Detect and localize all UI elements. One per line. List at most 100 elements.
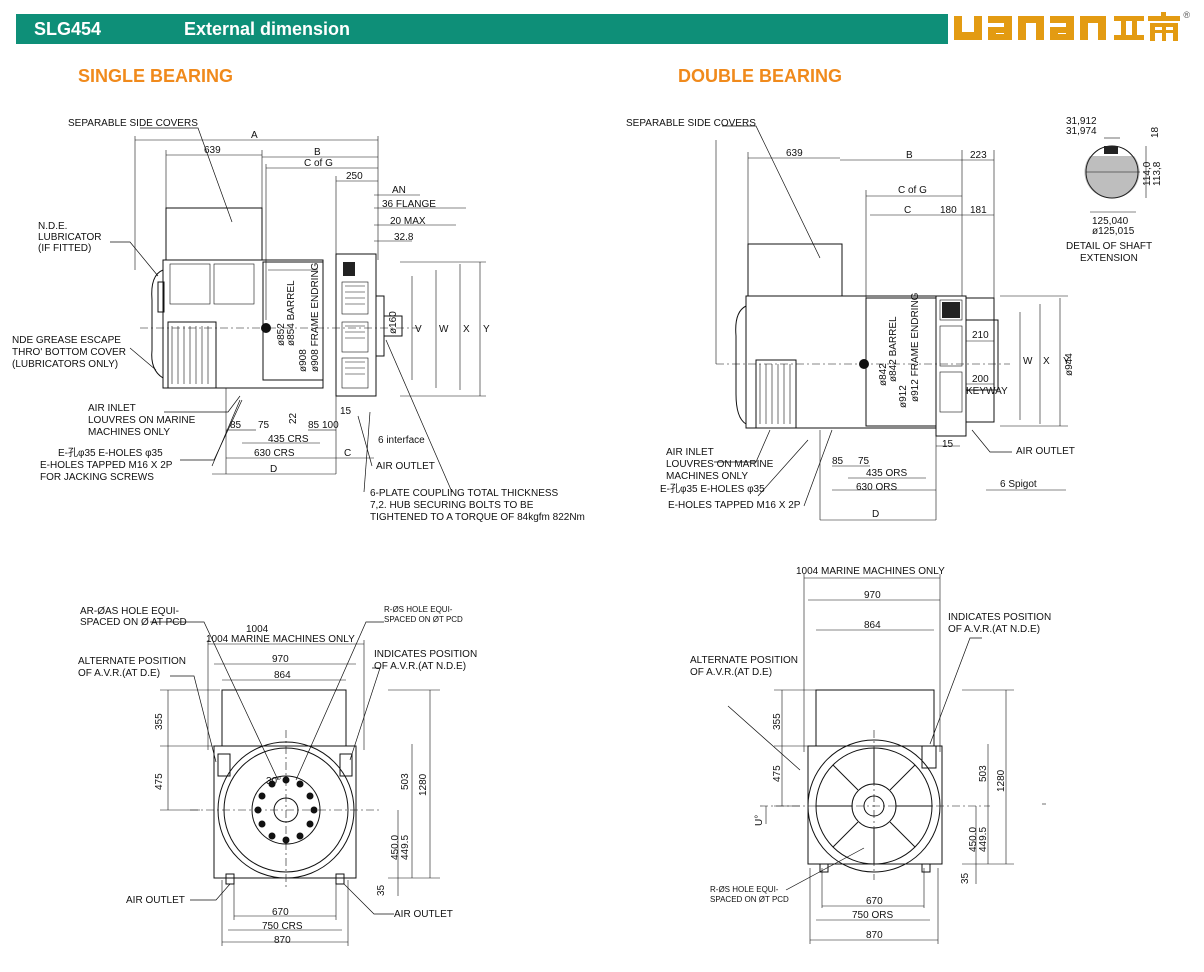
de-dim-670: 670 bbox=[866, 896, 883, 907]
sb-grease3: (LUBRICATORS ONLY) bbox=[12, 359, 118, 370]
se-dim-4495: 449.5 bbox=[400, 835, 411, 860]
sb-dim-b: B bbox=[314, 147, 321, 158]
sb-flange: 36 FLANGE bbox=[382, 199, 436, 210]
shaft-dim-1: 125,040 bbox=[1092, 216, 1129, 227]
sb-dim-328: 32.8 bbox=[394, 232, 414, 243]
db-dim-200: 200 bbox=[972, 374, 989, 385]
single-bearing-end-view: AR-ØAS HOLE EQUI- SPACED ON Ø AT PCD R-Ø… bbox=[78, 605, 477, 946]
db-air-outlet: AIR OUTLET bbox=[1016, 446, 1075, 457]
double-bearing-end-view: 1004 MARINE MACHINES ONLY 970 864 INDICA… bbox=[690, 566, 1051, 944]
sb-dim-c: C bbox=[344, 448, 351, 459]
db-dim-75: 75 bbox=[858, 456, 870, 467]
sb-coupling1: 6-PLATE COUPLING TOTAL THICKNESS bbox=[370, 488, 559, 499]
de-dim-355: 355 bbox=[772, 713, 783, 730]
db-dim-w: W bbox=[1023, 356, 1033, 367]
se-crs750: 750 CRS bbox=[262, 921, 303, 932]
se-angle-30: 30° bbox=[266, 776, 281, 787]
db-barrel3: ø912 FRAME ENDRING bbox=[910, 292, 921, 402]
se-outlet-right: AIR OUTLET bbox=[394, 909, 453, 920]
sb-barrel4: ø908 bbox=[298, 349, 309, 372]
de-ors750: 750 ORS bbox=[852, 910, 893, 921]
db-dim-d: D bbox=[872, 509, 879, 520]
sb-dim-v: V bbox=[415, 324, 422, 335]
db-spigot: 6 Spigot bbox=[1000, 479, 1037, 490]
db-keyway: KEYWAY bbox=[966, 386, 1008, 397]
sb-nde3: (IF FITTED) bbox=[38, 243, 91, 254]
sb-dim-100: 100 bbox=[322, 420, 339, 431]
shaft-dim-1140: 114,0 bbox=[1142, 161, 1153, 186]
db-dim-180: 180 bbox=[940, 205, 957, 216]
sb-barrel2: ø852 bbox=[276, 323, 287, 346]
de-dim-450: 450.0 bbox=[968, 827, 979, 852]
se-dim-970: 970 bbox=[272, 654, 289, 665]
sb-dim-250: 250 bbox=[346, 171, 363, 182]
se-dim-503: 503 bbox=[400, 773, 411, 790]
de-rs1: R-ØS HOLE EQUI- bbox=[710, 885, 779, 894]
shaft-dim-18: 18 bbox=[1150, 126, 1161, 138]
se-dim-475: 475 bbox=[154, 773, 165, 790]
se-dim-864: 864 bbox=[274, 670, 291, 681]
sb-dim-x: X bbox=[463, 324, 470, 335]
de-marine: 1004 MARINE MACHINES ONLY bbox=[796, 566, 945, 577]
de-dim-970: 970 bbox=[864, 590, 881, 601]
db-barrel1: ø842 BARREL bbox=[888, 316, 899, 382]
model-label: SLG454 bbox=[34, 19, 102, 39]
sb-tapped2: FOR JACKING SCREWS bbox=[40, 472, 154, 483]
sb-dim-639: 639 bbox=[204, 145, 221, 156]
single-bearing-title: SINGLE BEARING bbox=[78, 66, 234, 86]
de-dim-870: 870 bbox=[866, 930, 883, 941]
db-air3: MACHINES ONLY bbox=[666, 471, 748, 482]
de-alt1: ALTERNATE POSITION bbox=[690, 655, 798, 666]
shaft-dim-2: ø125,015 bbox=[1092, 226, 1135, 237]
db-tapped: E-HOLES TAPPED M16 X 2P bbox=[668, 500, 801, 511]
db-separable-label: SEPARABLE SIDE COVERS bbox=[626, 118, 756, 129]
sb-grease2: THRO' BOTTOM COVER bbox=[12, 347, 126, 358]
de-ind1: INDICATES POSITION bbox=[948, 612, 1051, 623]
shaft-extension-detail: 31,912 31,974 18 114,0 113,8 125,040 ø12… bbox=[1066, 116, 1163, 264]
db-dim-x: X bbox=[1043, 356, 1050, 367]
sb-dim-a: A bbox=[251, 130, 258, 141]
se-ar2: SPACED ON Ø AT PCD bbox=[80, 617, 187, 628]
sb-eholes: E-孔φ35 E-HOLES φ35 bbox=[58, 447, 163, 459]
sb-air1: AIR INLET bbox=[88, 403, 136, 414]
sb-interface: 6 interface bbox=[378, 435, 425, 446]
sb-crs630: 630 CRS bbox=[254, 448, 295, 459]
db-dim-944: ø944 bbox=[1064, 353, 1075, 376]
db-dim-223: 223 bbox=[970, 150, 987, 161]
sb-crs435: 435 CRS bbox=[268, 434, 309, 445]
de-dim-503: 503 bbox=[978, 765, 989, 782]
de-alt2: OF A.V.R.(AT D.E) bbox=[690, 667, 772, 678]
shaft-caption2: EXTENSION bbox=[1080, 253, 1138, 264]
sb-nde1: N.D.E. bbox=[38, 221, 67, 232]
db-dim-cofg: C of G bbox=[898, 185, 927, 196]
sb-dim-y: Y bbox=[483, 324, 490, 335]
db-barrel4: ø912 bbox=[898, 385, 909, 408]
se-rs2: SPACED ON ØT PCD bbox=[384, 615, 463, 624]
se-dim-450: 450.0 bbox=[390, 835, 401, 860]
sb-dim-22: 22 bbox=[288, 412, 299, 424]
se-dim-355: 355 bbox=[154, 713, 165, 730]
de-dim-4495: 449.5 bbox=[978, 827, 989, 852]
sb-dim-85a: 85 bbox=[230, 420, 242, 431]
db-dim-85: 85 bbox=[832, 456, 844, 467]
sb-air2: LOUVRES ON MARINE bbox=[88, 415, 196, 426]
sb-dim-an: AN bbox=[392, 185, 406, 196]
db-dim-c: C bbox=[904, 205, 911, 216]
sb-barrel1: ø854 BARREL bbox=[286, 280, 297, 346]
yanan-logo-mark bbox=[954, 12, 1180, 41]
brand-logo: ® bbox=[948, 10, 1192, 50]
se-dim-870: 870 bbox=[274, 935, 291, 946]
se-alt1: ALTERNATE POSITION bbox=[78, 656, 186, 667]
se-ar1: AR-ØAS HOLE EQUI- bbox=[80, 606, 179, 617]
db-dim-210: 210 bbox=[972, 330, 989, 341]
sb-dim-160: ø160 bbox=[388, 311, 399, 334]
de-ind2: OF A.V.R.(AT N.D.E) bbox=[948, 624, 1040, 635]
se-marine: 1004 MARINE MACHINES ONLY bbox=[206, 634, 355, 645]
se-dim-35: 35 bbox=[376, 884, 387, 896]
db-dim-181: 181 bbox=[970, 205, 987, 216]
de-rs2: SPACED ON ØT PCD bbox=[710, 895, 789, 904]
de-dim-864: 864 bbox=[864, 620, 881, 631]
shaft-dim-a: 31,912 bbox=[1066, 116, 1097, 127]
se-ind2: OF A.V.R.(AT N.D.E) bbox=[374, 661, 466, 672]
registered-mark: ® bbox=[1183, 10, 1190, 20]
